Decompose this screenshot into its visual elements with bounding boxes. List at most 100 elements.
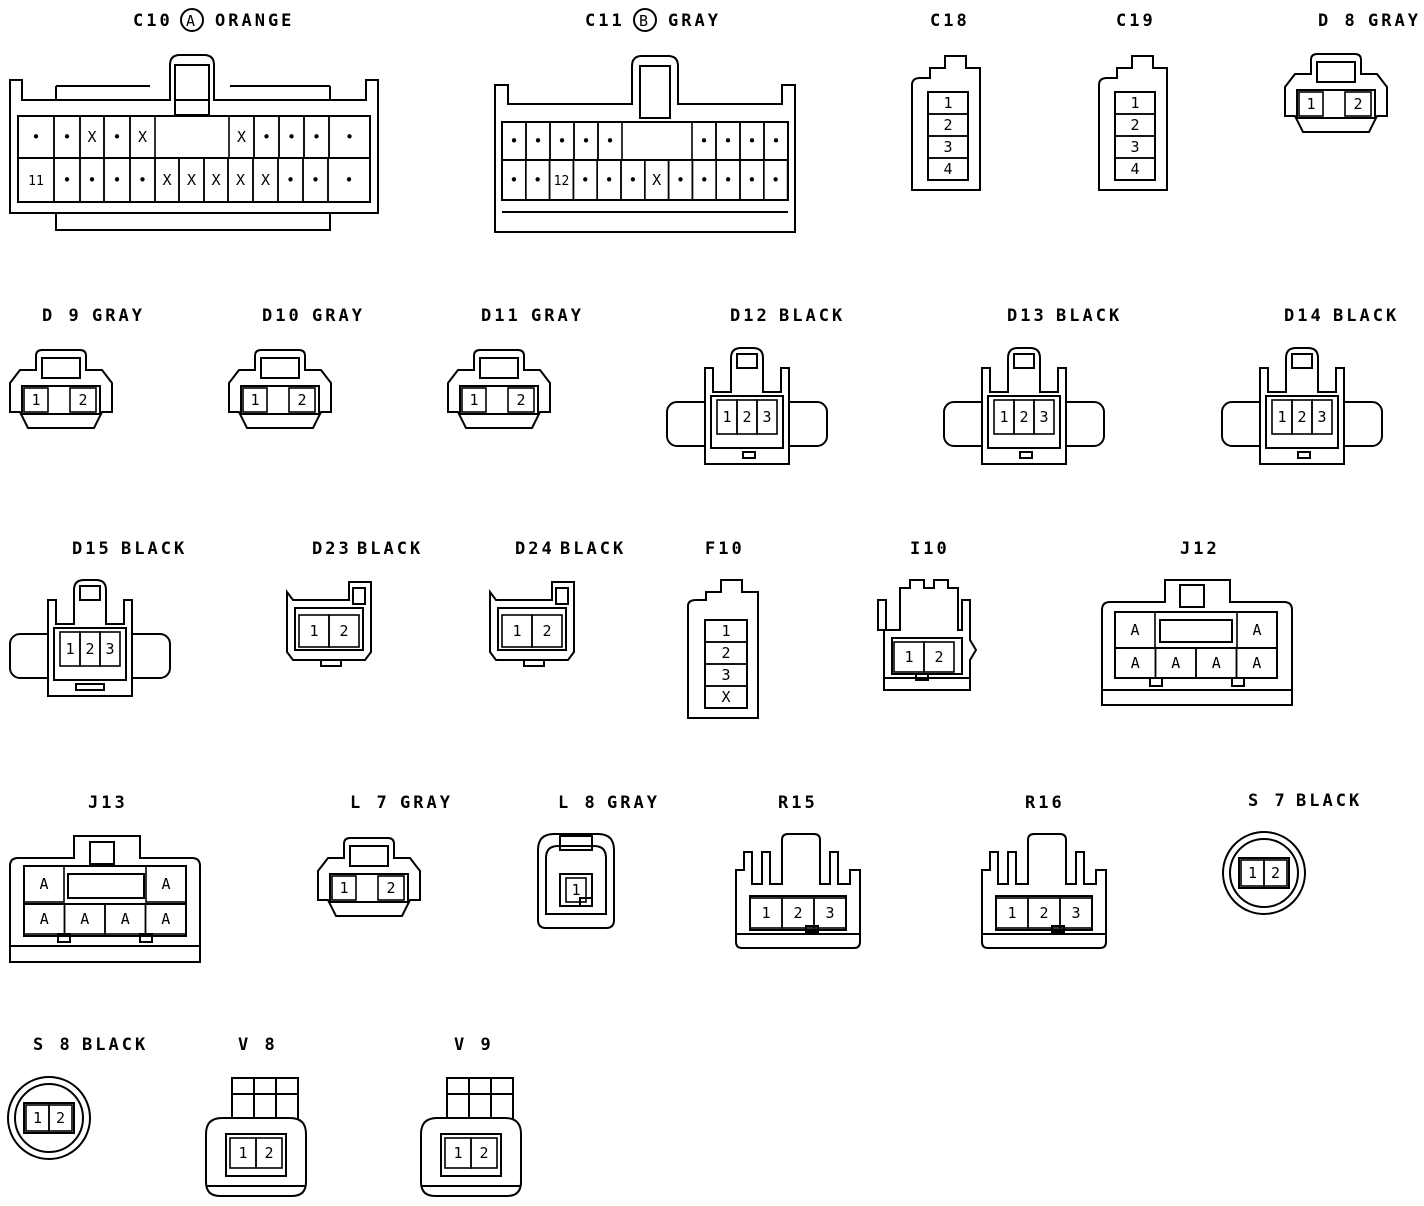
pin-label: • (62, 171, 71, 189)
pin-label: 1 (65, 640, 74, 658)
pin-label: 2 (297, 391, 306, 409)
pin-label: A (1171, 654, 1180, 672)
pin-label: 3 (1039, 408, 1048, 426)
pin-cavity (255, 1137, 283, 1169)
connector-color: BLACK (560, 539, 626, 559)
pin-cavity (144, 903, 187, 935)
connector-color: BLACK (1296, 791, 1362, 811)
pin-label: 1 (722, 408, 731, 426)
pin-cavity (1311, 399, 1333, 435)
pin-label: • (581, 132, 590, 150)
pin-cavity (756, 399, 778, 435)
pin-cavity (145, 865, 187, 903)
connector-label: D12 (730, 306, 770, 326)
pin-cavity (331, 875, 357, 901)
pin-cavity (1033, 399, 1055, 435)
pin-label: 1 (309, 622, 318, 640)
pin-label: 4 (1130, 160, 1139, 178)
pin-label: A (1131, 654, 1140, 672)
pin-label: • (262, 128, 271, 146)
pin-label: A (161, 910, 170, 928)
pin-label: 1 (721, 622, 730, 640)
connector-label: D 9 (42, 306, 82, 326)
pin-label: A (80, 910, 89, 928)
pin-cavity (1263, 859, 1288, 887)
pin-cavity (470, 1137, 498, 1169)
pin-label: • (676, 171, 685, 189)
pin-label: • (699, 132, 708, 150)
pin-label: 11 (28, 174, 44, 189)
pin-label: • (628, 171, 637, 189)
pin-label: 2 (742, 408, 751, 426)
pin-label: 2 (78, 391, 87, 409)
pin-label: 1 (31, 391, 40, 409)
connector-l8: L 8 GRAY 1 (537, 793, 660, 929)
pin-label: 1 (250, 391, 259, 409)
pin-label: • (311, 171, 320, 189)
connector-color: GRAY (668, 11, 721, 31)
connector-label: D14 (1284, 306, 1324, 326)
badge-circle-icon (633, 8, 657, 32)
pin-label: X (652, 171, 661, 189)
pin-label: 1 (999, 408, 1008, 426)
pin-label: • (62, 128, 71, 146)
pin-label: 2 (1271, 864, 1280, 882)
connector-label: R16 (1025, 793, 1065, 813)
pin-label: 1 (1277, 408, 1286, 426)
connector-label: C19 (1116, 11, 1156, 31)
pin-label: 2 (1039, 904, 1048, 922)
pin-label: A (1130, 621, 1139, 639)
pin-label: • (533, 132, 542, 150)
pin-label: 2 (934, 648, 943, 666)
pin-cavity (507, 387, 535, 413)
connector-color: BLACK (357, 539, 423, 559)
connector-color: GRAY (607, 793, 660, 813)
pin-cavity (1298, 91, 1324, 117)
pin-label: 3 (762, 408, 771, 426)
pin-label: 2 (542, 622, 551, 640)
pin-label: • (723, 132, 732, 150)
connector-color: BLACK (1333, 306, 1399, 326)
pin-label: 1 (571, 881, 580, 899)
pin-label: • (345, 128, 354, 146)
pin-label: • (747, 171, 756, 189)
pin-cavity (48, 1104, 73, 1132)
pin-label: • (112, 128, 121, 146)
pin-label: A (121, 910, 130, 928)
connector-label: S 7 (1248, 791, 1288, 811)
pin-label: 2 (1353, 95, 1362, 113)
connector-label: L 8 (558, 793, 598, 813)
connector-color: BLACK (779, 306, 845, 326)
pin-label: A (1252, 621, 1261, 639)
pin-label: 2 (264, 1144, 273, 1162)
pin-cavity (1344, 91, 1372, 117)
connector-c11: C11 B GRAY ••••••••• ••12•••X••••• (494, 8, 796, 233)
pin-label: 2 (386, 879, 395, 897)
pin-label: 2 (56, 1109, 65, 1127)
pin-label: 2 (1019, 408, 1028, 426)
connector-color: BLACK (121, 539, 187, 559)
pin-label: X (237, 128, 246, 146)
pin-label: X (261, 171, 270, 189)
